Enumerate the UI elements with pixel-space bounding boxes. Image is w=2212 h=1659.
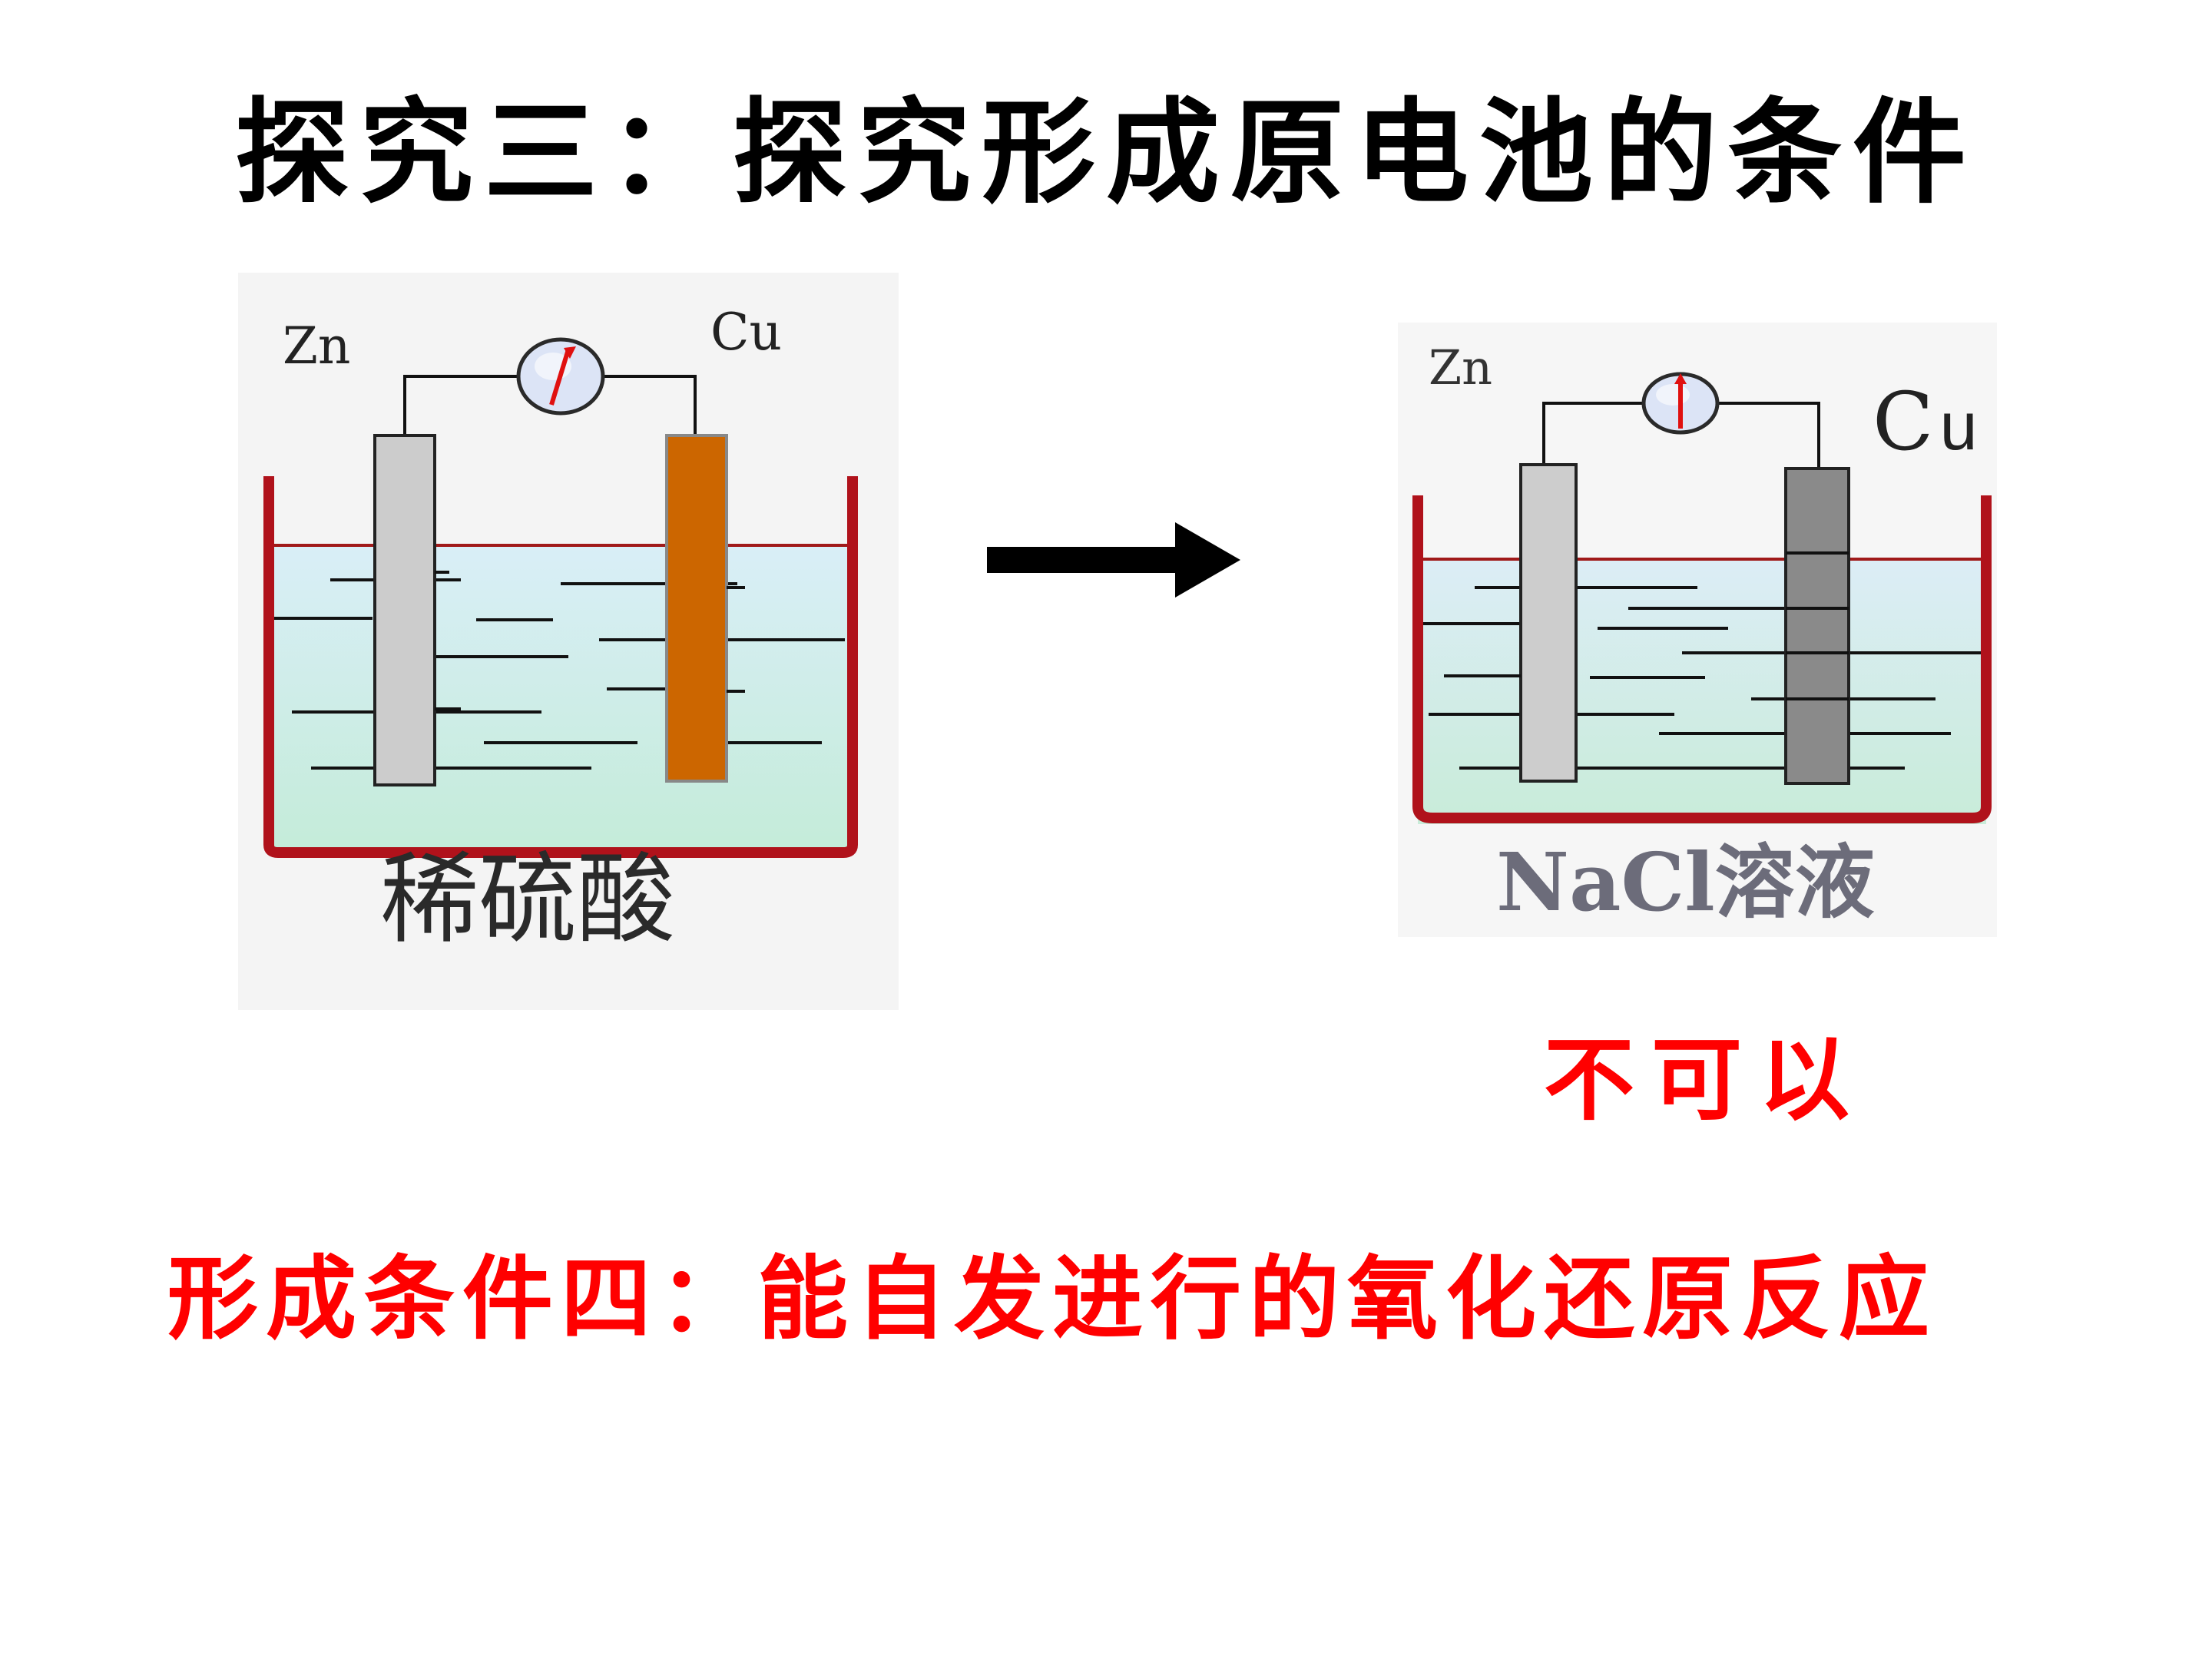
- left-zinc-label: Zn: [283, 316, 350, 376]
- galvanometer-zero-icon: [1641, 372, 1720, 435]
- zinc-electrode: [1519, 463, 1578, 783]
- left-solution-label: 稀硫酸: [380, 843, 675, 957]
- right-copper-label: Cu: [1873, 375, 1978, 469]
- slide-title: 探究三：探究形成原电池的条件: [235, 85, 1977, 219]
- copper-electrode: [665, 434, 728, 783]
- conclusion-text: 形成条件四：能自发进行的氧化还原反应: [167, 1245, 1938, 1352]
- copper-electrode: [1784, 467, 1850, 785]
- left-copper-label: Cu: [710, 303, 782, 362]
- right-solution-label: NaCl溶液: [1496, 835, 1875, 929]
- left-cell-diagram: Zn Cu 稀硫酸: [238, 273, 899, 1010]
- right-cell-diagram: Zn Cu NaCl溶液: [1398, 323, 1997, 937]
- galvanometer-deflected-icon: [516, 337, 605, 416]
- right-copper-label-u: u: [1940, 388, 1978, 464]
- right-arrow-icon: [987, 522, 1240, 598]
- result-text: 不可以: [1544, 1026, 1867, 1133]
- right-zinc-label: Zn: [1429, 339, 1492, 396]
- zinc-electrode: [373, 434, 436, 786]
- right-copper-label-c: C: [1873, 375, 1934, 469]
